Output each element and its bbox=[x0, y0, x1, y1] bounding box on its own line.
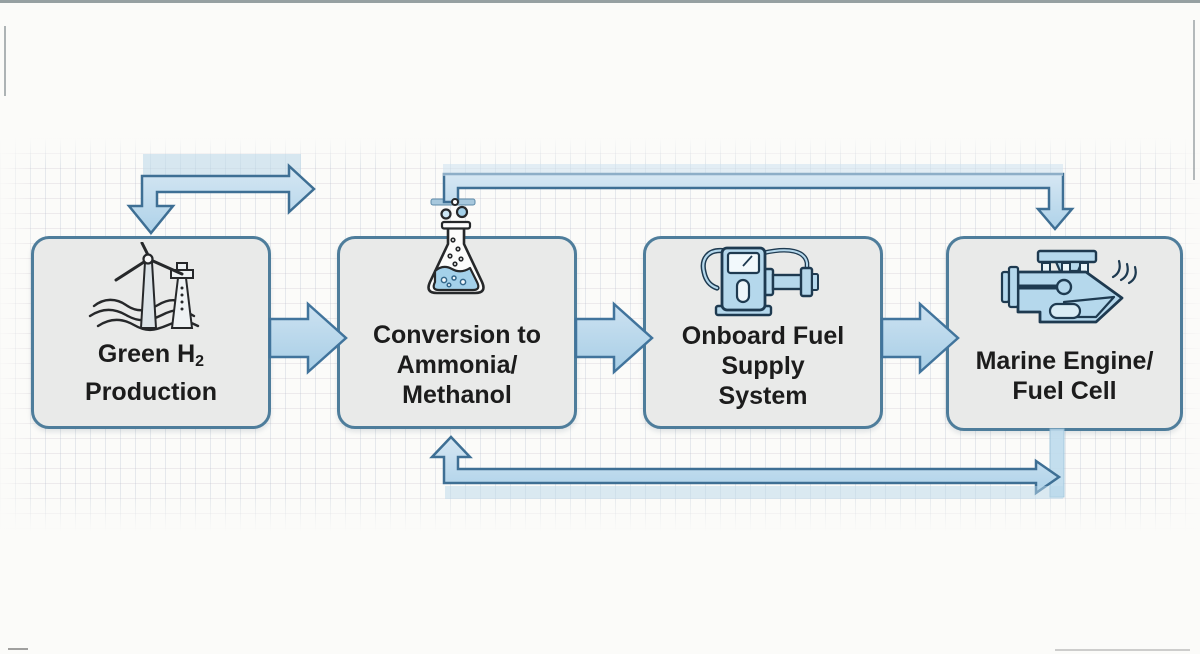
box-marine-engine-fuel-cell: Marine Engine/ Fuel Cell bbox=[946, 236, 1183, 431]
label-line: Ammonia/ bbox=[396, 351, 518, 379]
box-conversion-label: Conversion to Ammonia/ Methanol bbox=[340, 320, 574, 410]
frame-right-edge bbox=[1193, 20, 1195, 180]
label-line: System bbox=[718, 382, 808, 410]
label-line: Green H2 bbox=[97, 340, 205, 370]
box-onboard-fuel-supply: Onboard Fuel Supply System bbox=[643, 236, 883, 429]
box-onboard-label: Onboard Fuel Supply System bbox=[646, 321, 880, 411]
frame-top-edge bbox=[0, 0, 1200, 3]
frame-bottom-left-edge bbox=[8, 648, 28, 650]
label-line: Supply bbox=[721, 352, 805, 380]
frame-left-edge bbox=[4, 26, 6, 96]
label-line: Onboard Fuel bbox=[681, 322, 845, 350]
label-line: Marine Engine/ bbox=[975, 347, 1154, 375]
label-line: Conversion to bbox=[372, 321, 542, 349]
box-engine-label: Marine Engine/ Fuel Cell bbox=[949, 346, 1180, 406]
box-conversion-ammonia-methanol: Conversion to Ammonia/ Methanol bbox=[337, 236, 577, 429]
label-line: Fuel Cell bbox=[1012, 377, 1117, 405]
label-line: Methanol bbox=[402, 381, 512, 409]
frame-bottom-right-edge bbox=[1055, 649, 1190, 651]
label-line: Production bbox=[85, 378, 217, 406]
box-green-h2-production: Green H2 Production bbox=[31, 236, 271, 429]
box-green-h2-label: Green H2 Production bbox=[34, 339, 268, 407]
